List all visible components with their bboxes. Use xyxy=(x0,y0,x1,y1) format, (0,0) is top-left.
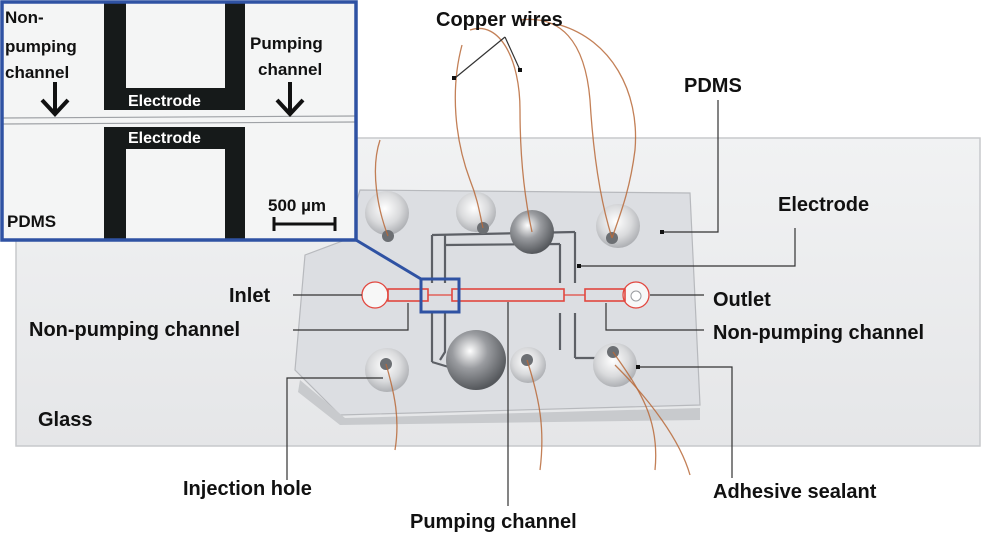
label-pdms: PDMS xyxy=(684,75,742,97)
inset-pumping-line1: Pumping xyxy=(250,34,323,53)
inset-electrode-left-top xyxy=(104,2,126,110)
inset-micrograph xyxy=(0,0,358,242)
outlet-hole xyxy=(630,290,642,302)
inset-channel-edge-top xyxy=(1,115,357,119)
label-outlet: Outlet xyxy=(713,289,771,311)
arrow-down-icon xyxy=(40,82,70,117)
inset-pumping-line2: channel xyxy=(258,60,322,79)
scale-bar xyxy=(272,217,337,231)
label-inlet: Inlet xyxy=(229,285,270,307)
pdms-shadow xyxy=(298,380,700,425)
label-non-pumping-right: Non-pumping channel xyxy=(713,322,924,344)
inset-pdms-label: PDMS xyxy=(7,212,56,231)
scale-bar-label: 500 µm xyxy=(268,196,326,215)
zoom-connector xyxy=(355,238,422,281)
inset-channel-edge-bottom xyxy=(1,121,357,125)
inset-non-pumping-line3: channel xyxy=(5,63,69,82)
inlet-port xyxy=(361,281,389,309)
label-glass: Glass xyxy=(38,409,92,431)
inset-non-pumping-line1: Non- xyxy=(5,8,44,27)
inset-electrode-left-bottom xyxy=(104,127,126,240)
label-pumping-channel: Pumping channel xyxy=(410,511,577,533)
inset-electrode-right-bottom xyxy=(225,127,245,240)
leader-lines xyxy=(286,36,796,506)
channel-outlines xyxy=(387,288,626,302)
copper-wires xyxy=(374,18,691,476)
label-injection-hole: Injection hole xyxy=(183,478,312,500)
arrow-down-icon xyxy=(275,82,305,117)
inset-non-pumping-line2: pumping xyxy=(5,37,77,56)
label-electrode: Electrode xyxy=(778,194,869,216)
inset-electrode-right-top xyxy=(225,2,245,110)
label-non-pumping-left: Non-pumping channel xyxy=(29,319,240,341)
label-copper-wires: Copper wires xyxy=(436,9,563,31)
inset-electrode-label-top: Electrode xyxy=(128,93,201,110)
label-adhesive-sealant: Adhesive sealant xyxy=(713,481,877,503)
inset-electrode-label-bottom: Electrode xyxy=(128,130,201,147)
zoom-region-box xyxy=(419,277,461,314)
